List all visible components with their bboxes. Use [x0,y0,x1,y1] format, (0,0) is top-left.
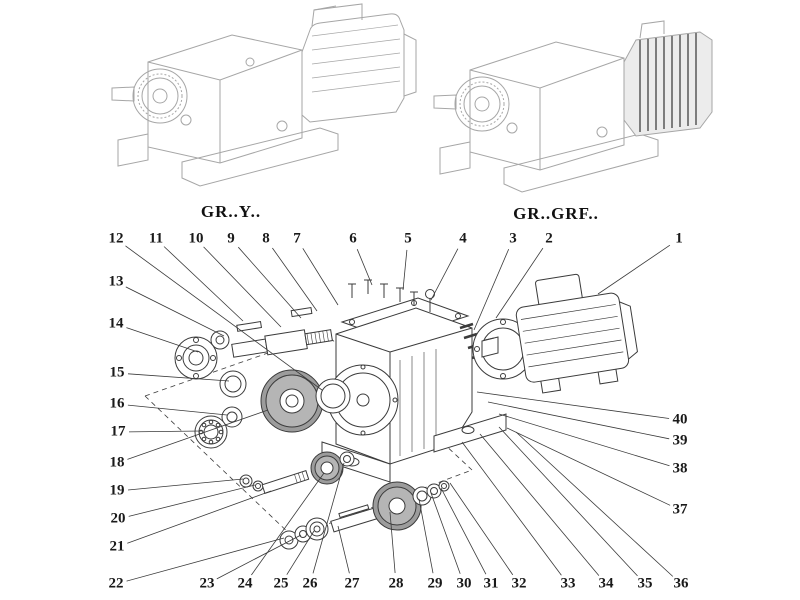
callout-25: 25 [271,575,291,592]
leader-line-28 [389,511,396,574]
callout-34: 34 [596,575,616,592]
leader-line-33 [461,441,562,576]
leader-line-22 [126,537,285,582]
callout-31: 31 [481,575,501,592]
exploded-view [124,244,674,582]
callout-23: 23 [197,575,217,592]
leader-line-32 [449,482,514,576]
callout-32: 32 [509,575,529,592]
callout-33: 33 [558,575,578,592]
callout-38: 38 [670,460,690,477]
leader-line-9 [238,246,302,319]
callout-13: 13 [106,273,126,290]
leader-line-19 [127,478,244,491]
callout-20: 20 [108,510,128,527]
callout-6: 6 [347,230,359,247]
callout-4: 4 [457,230,469,247]
output-shaft-assembly [279,480,450,550]
leader-line-23 [216,534,302,580]
callout-29: 29 [425,575,445,592]
callout-39: 39 [670,432,690,449]
leader-line-18 [127,409,269,460]
leader-line-11 [163,246,244,322]
leader-line-37 [506,427,671,506]
leader-line-26 [312,462,345,574]
leader-line-2 [495,247,544,319]
callout-1: 1 [673,230,685,247]
callout-28: 28 [386,575,406,592]
callout-18: 18 [107,454,127,471]
spacer-bushing [221,406,243,428]
ball-bearing-input [194,415,228,449]
leader-lines [124,244,674,582]
callout-15: 15 [107,364,127,381]
leader-line-13 [125,286,225,337]
variant-label-gr-y: GR..Y.. [200,202,262,221]
callout-2: 2 [543,230,555,247]
intermediate-shaft-assembly [239,451,355,495]
leader-line-16 [127,404,228,416]
leader-line-27 [337,525,350,574]
variant-label-gr-grf: GR..GRF.. [513,204,599,223]
leader-line-14 [126,327,199,353]
callout-8: 8 [260,230,272,247]
callout-40: 40 [670,411,690,428]
leader-line-25 [286,530,315,575]
leader-line-36 [515,431,674,577]
callout-11: 11 [146,230,166,247]
leader-line-40 [476,391,670,419]
leader-line-24 [251,472,325,576]
assembled-gearmotor-foot-mount [111,3,417,187]
leader-line-21 [127,490,272,544]
leader-line-20 [128,484,256,517]
bearing-ring [315,378,351,414]
callout-19: 19 [107,482,127,499]
leader-line-8 [272,247,318,312]
leader-line-39 [487,401,670,440]
leader-line-12 [124,245,323,391]
callout-14: 14 [106,315,126,332]
leader-line-5 [402,249,408,291]
bearing-flange [174,336,218,380]
leader-line-30 [430,492,461,574]
leader-line-31 [440,487,487,575]
callout-26: 26 [300,575,320,592]
callout-37: 37 [670,501,690,518]
gearbox-housing [321,297,507,483]
callout-16: 16 [107,395,127,412]
callout-35: 35 [635,575,655,592]
leader-line-1 [597,244,671,295]
input-end-cap [210,330,230,350]
callout-12: 12 [106,230,126,247]
large-gear-stage2 [260,369,324,433]
callout-7: 7 [291,230,303,247]
callout-9: 9 [225,230,237,247]
leader-line-10 [203,246,282,328]
callout-17: 17 [108,423,128,440]
leader-line-6 [356,249,373,286]
assembled-gearmotor-brake-variant [433,20,713,193]
leader-line-34 [479,433,600,576]
callout-24: 24 [235,575,255,592]
callout-27: 27 [342,575,362,592]
leader-line-7 [302,248,339,306]
leader-line-15 [127,373,230,382]
motor [472,273,638,394]
leader-line-29 [418,498,434,574]
callout-21: 21 [107,538,127,555]
callout-22: 22 [106,575,126,592]
oil-seal [219,370,247,398]
callout-30: 30 [454,575,474,592]
callout-5: 5 [402,230,414,247]
leader-line-17 [128,430,203,433]
leader-line-3 [473,248,510,331]
callout-10: 10 [186,230,206,247]
callout-3: 3 [507,230,519,247]
leader-line-38 [498,413,670,467]
callout-36: 36 [671,575,691,592]
leader-line-4 [430,248,459,301]
leader-line-35 [498,426,638,577]
